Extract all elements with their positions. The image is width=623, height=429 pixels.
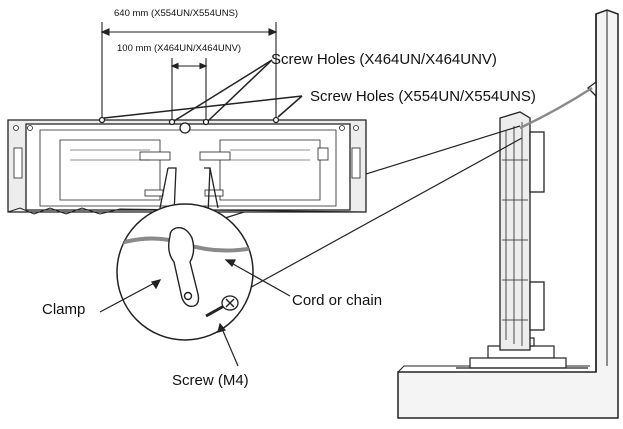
clamp-icon — [167, 227, 200, 308]
screw-icon — [205, 295, 239, 318]
screw-holes-x464-label: Screw Holes (X464UN/X464UNV) — [271, 51, 497, 68]
screw-holes-x554-label: Screw Holes (X554UN/X554UNS) — [310, 88, 536, 105]
cord-or-chain-label: Cord or chain — [292, 292, 383, 309]
clamp-label: Clamp — [42, 301, 86, 318]
cord-to-wall — [519, 86, 593, 130]
screw-hole-marks — [98, 116, 280, 126]
dimension-label-100mm: 100 mm (X464UN/X464UNV) — [117, 43, 242, 54]
dimension-label-640mm: 640 mm (X554UN/X554UNS) — [114, 8, 239, 19]
callout-pointers — [99, 259, 291, 367]
wall — [397, 9, 619, 419]
screw-hole-pointers — [103, 59, 303, 122]
screw-m4-label: Screw (M4) — [172, 372, 249, 389]
magnifier-circle — [116, 203, 254, 341]
monitor-back-panel — [7, 119, 367, 215]
dimension-lines — [100, 22, 278, 120]
monitor-side-view — [499, 111, 545, 351]
